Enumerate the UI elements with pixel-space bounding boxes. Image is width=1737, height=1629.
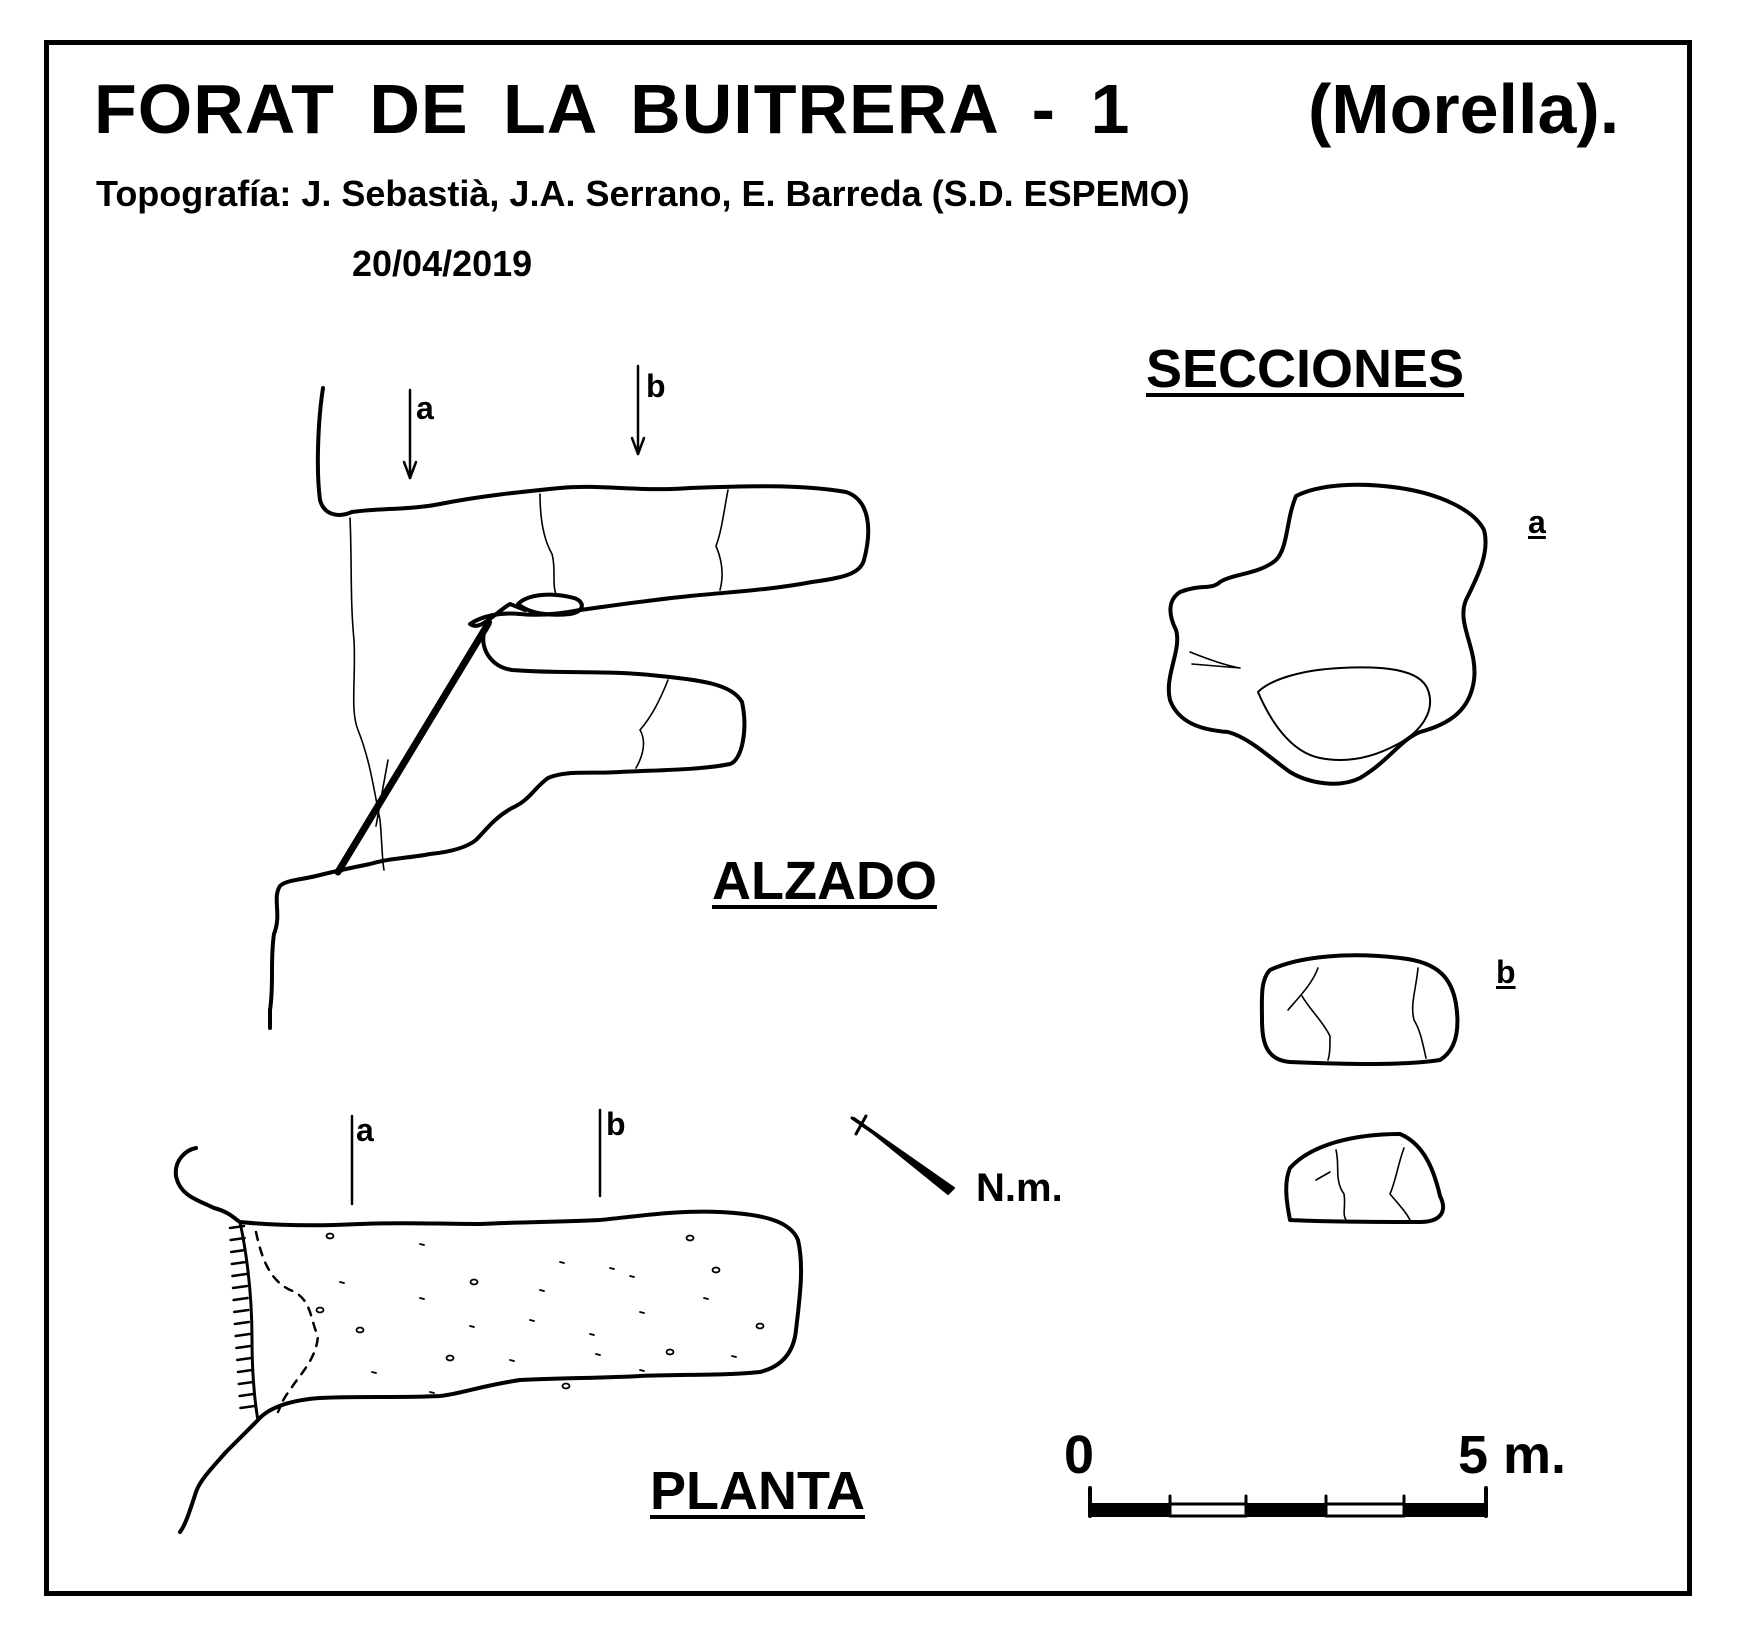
- sediment-mark: [529, 1319, 535, 1322]
- sediment-mark: [595, 1353, 601, 1356]
- elevation-inclined-wall: [334, 620, 492, 876]
- elevation-rock: [516, 592, 584, 617]
- drop-tick: [235, 1356, 253, 1362]
- sediment-mark: [509, 1359, 515, 1362]
- section-marker-b: b: [1496, 954, 1516, 990]
- section-a-floor: [1257, 666, 1431, 761]
- plan-dashed-boundary: [254, 1230, 320, 1414]
- cave-title: FORAT DE LA BUITRERA - 1: [94, 70, 1131, 148]
- sediment-mark: [639, 1311, 645, 1314]
- sediment-mark: [469, 1325, 475, 1328]
- sediment-mark: [685, 1234, 695, 1242]
- elevation-cracks: [349, 489, 729, 871]
- plan-marker-b: b: [606, 1106, 626, 1142]
- sediment-mark: [711, 1266, 721, 1274]
- cave-location: (Morella).: [1308, 70, 1620, 148]
- survey-date: 20/04/2019: [352, 243, 533, 284]
- plan-outline: [173, 1146, 804, 1534]
- sediment-mark: [561, 1382, 571, 1390]
- section-a-drawing: [1166, 482, 1488, 786]
- plan-marker-a: a: [356, 1112, 374, 1148]
- sediment-mark: [325, 1232, 335, 1240]
- sediment-mark: [339, 1281, 345, 1284]
- sediment-mark: [355, 1326, 365, 1334]
- section-c-drawing: [1284, 1132, 1446, 1224]
- drop-tick: [232, 1308, 250, 1314]
- sediment-mark: [445, 1354, 455, 1362]
- elevation-section-arrows: [402, 364, 646, 480]
- map-frame: [44, 40, 1692, 1596]
- scale-start-label: 0: [1064, 1425, 1095, 1485]
- drop-tick: [235, 1344, 252, 1350]
- elevation-marker-a: a: [416, 390, 434, 426]
- drop-tick: [236, 1368, 254, 1374]
- north-arrow-icon: [850, 1114, 955, 1195]
- drop-tick: [231, 1284, 249, 1290]
- scale-bar: [1088, 1486, 1488, 1518]
- sediment-mark: [629, 1275, 635, 1278]
- north-label: N.m.: [976, 1166, 1063, 1210]
- sediment-mark: [429, 1391, 435, 1394]
- sediment-mark: [419, 1243, 425, 1246]
- sediment-mark: [371, 1371, 377, 1374]
- plan-view: [173, 1108, 804, 1534]
- sediment-mark: [589, 1333, 595, 1336]
- sediment-mark: [609, 1267, 615, 1270]
- sediment-mark: [469, 1278, 479, 1286]
- plan-floor-sediment: [315, 1232, 765, 1394]
- sediment-mark: [539, 1289, 545, 1292]
- elevation-lower-gallery: [268, 620, 747, 1030]
- sediment-mark: [665, 1348, 675, 1356]
- drop-tick: [233, 1320, 251, 1326]
- scale-end-label: 5 m.: [1458, 1425, 1567, 1485]
- plan-entrance-wall: [238, 1220, 260, 1422]
- drop-tick: [228, 1224, 246, 1230]
- drop-tick: [229, 1248, 247, 1254]
- drop-tick: [238, 1392, 255, 1398]
- survey-credits: Topografía: J. Sebastià, J.A. Serrano, E…: [96, 173, 1190, 214]
- sediment-mark: [731, 1355, 737, 1358]
- elevation-marker-b: b: [646, 368, 666, 404]
- sections-heading: SECCIONES: [1146, 339, 1465, 399]
- sediment-mark: [419, 1297, 425, 1300]
- drop-tick: [232, 1296, 249, 1302]
- section-b-drawing: [1259, 953, 1460, 1066]
- sediment-mark: [703, 1297, 709, 1300]
- plan-heading: PLANTA: [650, 1461, 865, 1521]
- sediment-mark: [315, 1306, 325, 1314]
- drop-tick: [229, 1236, 246, 1242]
- drop-tick: [239, 1404, 256, 1410]
- sediment-mark: [559, 1261, 565, 1264]
- drop-tick: [230, 1260, 248, 1266]
- elevation-heading: ALZADO: [712, 851, 937, 911]
- plan-drop-ticks: [228, 1224, 256, 1410]
- elevation-outline: [315, 386, 871, 628]
- elevation-view: [268, 364, 871, 1030]
- sediment-mark: [755, 1322, 765, 1330]
- drop-tick: [234, 1332, 251, 1338]
- sediment-mark: [639, 1369, 645, 1372]
- plan-section-lines: [350, 1108, 602, 1206]
- drop-tick: [231, 1272, 248, 1278]
- section-marker-a: a: [1528, 504, 1546, 540]
- drop-tick: [237, 1380, 255, 1386]
